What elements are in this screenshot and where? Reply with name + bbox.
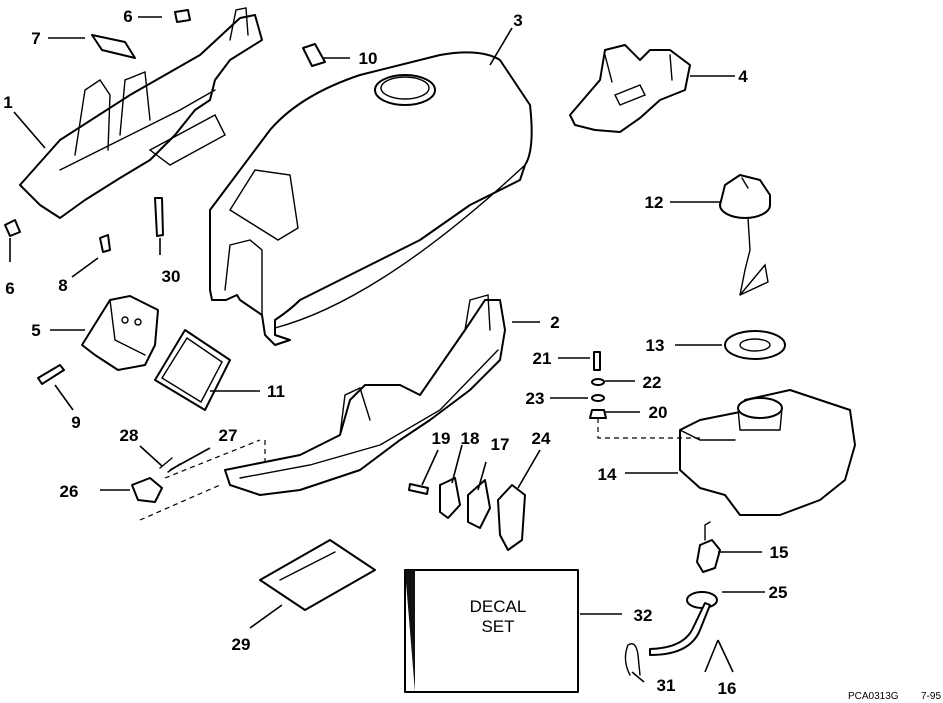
- screw-part-6-top: [174, 9, 191, 23]
- bolt-part-30: [154, 197, 164, 237]
- callout-12: 12: [645, 193, 664, 212]
- reference-code: PCA0313G: [848, 691, 899, 702]
- screw-part-8: [99, 234, 111, 253]
- washer-part-23: [591, 394, 605, 402]
- clip-part-18: [439, 477, 461, 519]
- fuel-hose-part-16: [649, 602, 711, 656]
- bracket-part-5: [81, 295, 159, 371]
- callout-29: 29: [232, 635, 251, 654]
- callout-5: 5: [31, 321, 40, 340]
- hardware-group: [4, 9, 607, 551]
- callout-28: 28: [120, 426, 139, 445]
- screw-part-21: [593, 351, 601, 371]
- callout-21: 21: [533, 349, 552, 368]
- callout-30: 30: [162, 267, 181, 286]
- callout-4: 4: [738, 67, 748, 86]
- callout-31: 31: [657, 676, 676, 695]
- seal-part-11: [154, 329, 231, 411]
- callout-23: 23: [526, 389, 545, 408]
- bumper-part-24: [497, 484, 526, 551]
- callout-6-left: 6: [5, 279, 14, 298]
- callout-26: 26: [60, 482, 79, 501]
- plate-part-7: [91, 34, 136, 59]
- fuel-tank-part-14: [679, 389, 856, 516]
- callout-22: 22: [643, 373, 662, 392]
- nut-part-20: [589, 409, 607, 419]
- callout-9: 9: [71, 413, 80, 432]
- callout-7: 7: [31, 29, 40, 48]
- callout-11: 11: [267, 382, 285, 401]
- fuel-fitting-part-15: [696, 521, 721, 573]
- decal-set-label-line2: SET: [481, 617, 514, 636]
- callout-14: 14: [598, 465, 617, 484]
- callout-15: 15: [770, 543, 789, 562]
- gasket-part-13: [724, 330, 786, 360]
- pin-part-10: [302, 43, 326, 67]
- callout-20: 20: [649, 403, 668, 422]
- fuel-cap-part-12: [719, 174, 771, 296]
- clip-part-17: [467, 479, 491, 529]
- callout-18: 18: [461, 429, 480, 448]
- callout-8: 8: [58, 276, 67, 295]
- callout-6-top: 6: [123, 7, 132, 26]
- washer-part-22: [591, 378, 605, 386]
- lower-bracket-part-1: [19, 7, 263, 219]
- reference-date: 7-95: [921, 691, 941, 702]
- screw-part-9: [37, 364, 65, 385]
- hinge-part-26: [131, 477, 163, 503]
- clamp-part-25: [686, 591, 718, 609]
- callout-labels: 1 2 3 4 5 6 6 7 8 9 10 11 12 13 14 15 16…: [3, 7, 788, 698]
- assembly-guide-lines: [139, 418, 700, 521]
- callout-16: 16: [718, 679, 737, 698]
- reference-footer: PCA0313G 7-95: [848, 691, 941, 702]
- callout-17: 17: [491, 435, 510, 454]
- callout-13: 13: [646, 336, 665, 355]
- callout-1: 1: [3, 93, 12, 112]
- decal-set-part-32: DECAL SET: [404, 569, 579, 693]
- hose-clip-part-31: [624, 643, 641, 676]
- bag-part-29: [259, 539, 376, 611]
- lower-bracket-part-2: [224, 294, 506, 496]
- screw-part-6-left: [4, 219, 21, 237]
- pin-part-28: [159, 457, 173, 469]
- callout-3: 3: [513, 11, 522, 30]
- decal-set-label-line1: DECAL: [470, 597, 527, 616]
- callout-2: 2: [550, 313, 559, 332]
- callout-25: 25: [769, 583, 788, 602]
- callout-32: 32: [634, 606, 653, 625]
- callout-27: 27: [219, 426, 238, 445]
- screw-part-19: [408, 483, 429, 495]
- leader-lines: [9, 16, 765, 683]
- bracket-part-4: [569, 44, 691, 133]
- callout-24: 24: [532, 429, 551, 448]
- engine-cover-part-3: [209, 51, 533, 346]
- callout-10: 10: [359, 49, 378, 68]
- callout-19: 19: [432, 429, 451, 448]
